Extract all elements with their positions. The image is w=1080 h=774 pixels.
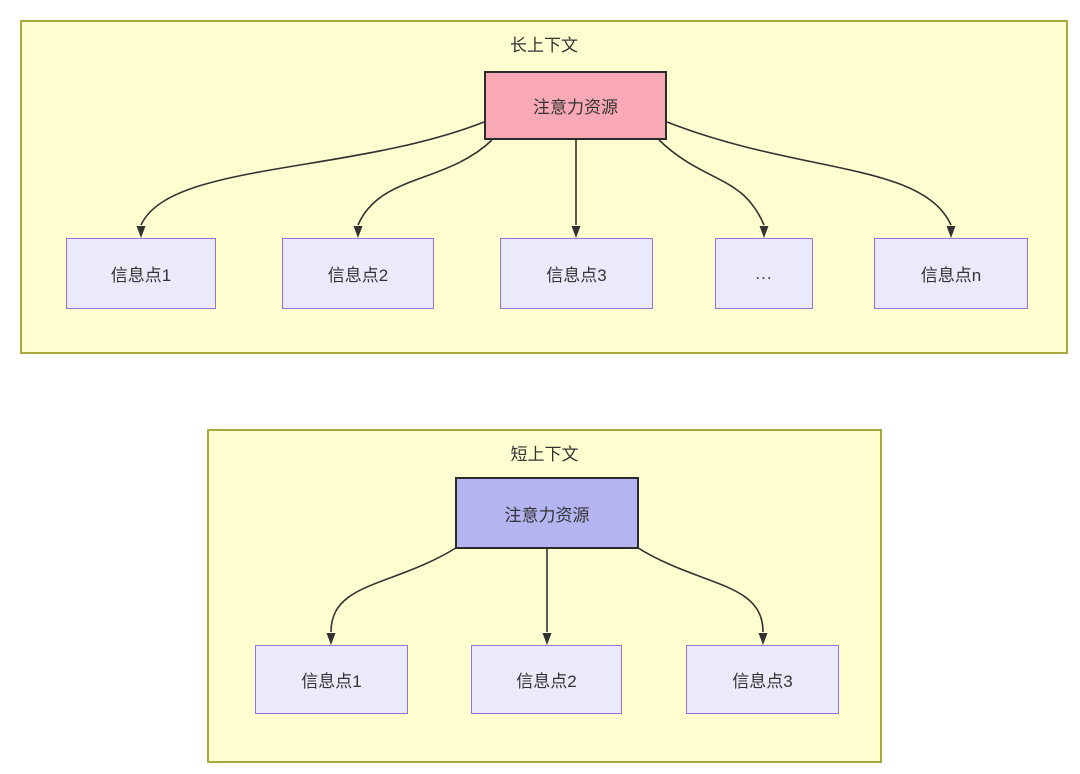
attention-resource-node-long: 注意力资源 bbox=[484, 71, 667, 140]
long-context-title: 长上下文 bbox=[510, 36, 578, 55]
info-node-short-3: 信息点3 bbox=[686, 645, 839, 714]
arrow-short-to-info-1 bbox=[330, 545, 460, 633]
arrowhead-long-info-1 bbox=[136, 226, 146, 238]
arrow-long-to-info-5 bbox=[666, 121, 952, 226]
arrowhead-short-info-1 bbox=[326, 633, 336, 645]
attention-resource-node-short: 注意力资源 bbox=[455, 477, 639, 549]
info-node-long-n: 信息点n bbox=[874, 238, 1028, 309]
arrowhead-short-info-3 bbox=[758, 633, 768, 645]
long-context-arrows-layer bbox=[136, 121, 956, 238]
info-node-long-ellipsis: ... bbox=[715, 238, 813, 309]
arrow-short-to-info-3 bbox=[634, 545, 764, 633]
info-node-long-3: 信息点3 bbox=[500, 238, 653, 309]
info-node-short-1: 信息点1 bbox=[255, 645, 408, 714]
short-context-panel: 短上下文 注意力资源 信息点1 信息点2 信息点3 bbox=[207, 429, 882, 763]
arrow-long-to-info-1 bbox=[140, 121, 485, 226]
arrowhead-long-info-4 bbox=[759, 226, 769, 238]
short-context-title: 短上下文 bbox=[510, 445, 579, 464]
arrowhead-long-info-2 bbox=[353, 226, 363, 238]
arrowhead-long-info-5 bbox=[946, 226, 956, 238]
short-context-arrows-layer bbox=[326, 545, 768, 645]
arrowhead-long-info-3 bbox=[571, 226, 581, 238]
info-node-long-2: 信息点2 bbox=[282, 238, 434, 309]
info-node-long-1: 信息点1 bbox=[66, 238, 216, 309]
long-context-panel: 长上下文 注意力资源 信息点1 信息点2 信息点3 ... 信息点n bbox=[20, 20, 1068, 354]
arrow-long-to-info-2 bbox=[357, 139, 493, 226]
arrowhead-short-info-2 bbox=[542, 633, 552, 645]
info-node-short-2: 信息点2 bbox=[471, 645, 622, 714]
arrow-long-to-info-4 bbox=[658, 139, 765, 226]
